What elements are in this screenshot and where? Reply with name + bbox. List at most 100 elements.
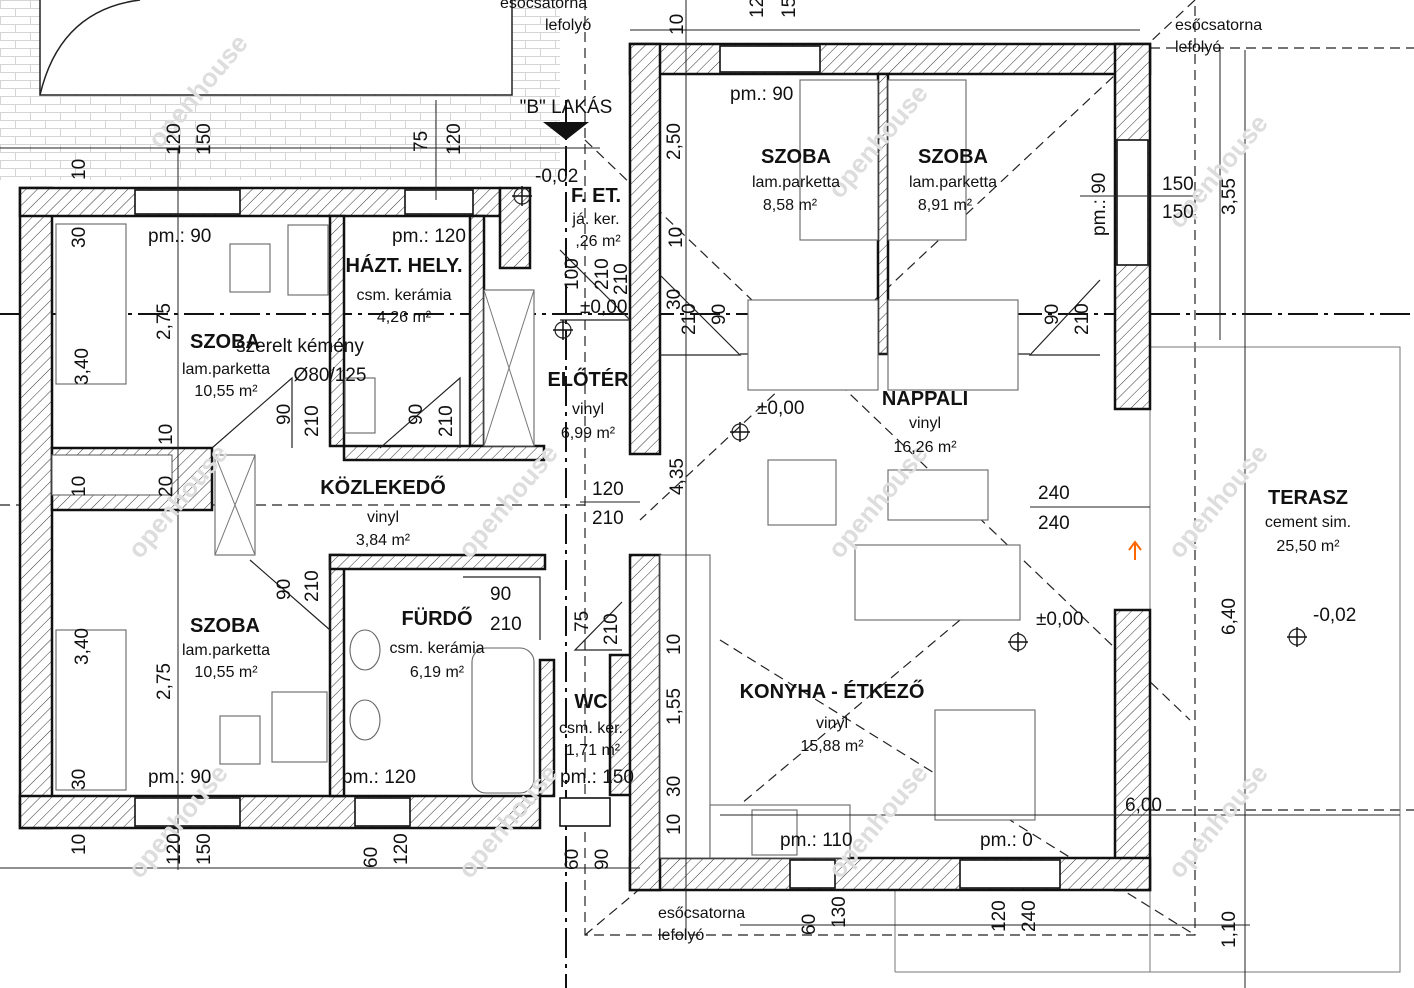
door-swing-5	[573, 601, 623, 651]
dim-6: 12	[747, 0, 768, 18]
dim-42: 240	[1038, 483, 1070, 504]
dim-57: 75	[572, 611, 593, 632]
room-szoba-1-name: SZOBA	[761, 146, 831, 168]
dim-40: 120	[592, 479, 624, 500]
dim-1: 120	[164, 123, 185, 155]
room-nappali-area: 16,26 m²	[893, 439, 957, 456]
up-arrow-icon	[1128, 540, 1142, 560]
dim-22: 120	[391, 833, 412, 865]
dim-2: 150	[194, 123, 215, 155]
wall-left-outer	[18, 186, 54, 830]
room-szoba-2-name: SZOBA	[918, 146, 988, 168]
dim-59: 90	[709, 304, 730, 325]
dim-62: 90	[1042, 304, 1063, 325]
level-label-1: -0,02	[535, 166, 578, 187]
roof-ridge-1	[584, 139, 1191, 721]
room-hazt-area: 4,26 m²	[377, 309, 432, 326]
parapet-label-1: pm.: 90	[148, 226, 211, 247]
desk-1	[287, 224, 329, 296]
dim-54: 210	[302, 570, 323, 602]
wall-wc-left	[538, 658, 556, 798]
dim-37: 210	[592, 258, 613, 290]
gutter-label-1b: lefolyó	[545, 17, 591, 34]
dim-36: 10	[666, 227, 687, 248]
wardrobe-2-x	[214, 454, 256, 556]
gutter-label-2b: lefolyó	[1175, 39, 1221, 56]
level-marker-5	[553, 320, 573, 340]
dim-24: 90	[592, 849, 613, 870]
chimney-label: szerelt kémény	[236, 336, 364, 357]
parapet-label-3: pm.: 90	[730, 84, 793, 105]
room-hazt-name: HÁZT. HELY.	[345, 254, 462, 277]
room-konyha-area: 15,88 m²	[800, 738, 864, 755]
dim-21: 60	[361, 847, 382, 868]
dim-64: 210	[611, 263, 632, 295]
level-marker-1	[512, 186, 532, 206]
dim-39: 4,35	[667, 458, 688, 495]
dim-61: 30	[664, 289, 685, 310]
window-5	[134, 797, 241, 827]
room-szoba-4-name: SZOBA	[190, 615, 260, 637]
room-fet-material: já. ker.	[571, 211, 619, 228]
dim-10: 2,75	[154, 303, 175, 340]
tv-bench	[887, 469, 989, 521]
dim-60: 210	[679, 303, 700, 335]
window-2	[404, 189, 474, 215]
wall-room-divider	[328, 214, 346, 448]
room-furdo-material: csm. kerámia	[389, 640, 484, 657]
dim-18: 10	[69, 834, 90, 855]
dim-52: 210	[436, 405, 457, 437]
dim-35: 2,50	[664, 123, 685, 160]
room-wc-area: 1,71 m²	[566, 742, 621, 759]
door-swing-8	[559, 249, 632, 321]
gutter-label-2: esőcsatorna	[1175, 17, 1262, 34]
dim-19: 120	[164, 833, 185, 865]
wardrobe-4	[747, 299, 879, 391]
watermark-7: openhouse	[1162, 438, 1274, 564]
dim-9: 30	[69, 227, 90, 248]
dim-29: 1,10	[1219, 911, 1240, 948]
door-swing-6	[659, 274, 742, 356]
level-marker-3	[1008, 632, 1028, 652]
wall-hazt-right	[468, 214, 486, 448]
dim-28: 240	[1019, 900, 1040, 932]
room-furdo-name: FÜRDŐ	[401, 607, 472, 630]
room-szoba-3-area: 10,55 m²	[194, 383, 258, 400]
dim-43: 240	[1038, 513, 1070, 534]
window-1	[134, 189, 241, 215]
dim-25: 60	[799, 914, 820, 935]
sink-2	[349, 699, 381, 741]
dim-26: 130	[829, 896, 850, 928]
dim-12: 10	[156, 424, 177, 445]
bed-3	[799, 79, 879, 241]
parapet-label-8: pm.: 110	[780, 830, 853, 851]
room-szoba-2-area: 8,91 m²	[918, 197, 973, 214]
room-eloter-area: 6,99 m²	[561, 425, 616, 442]
bed-1	[55, 223, 127, 385]
dim-31: 3,55	[1219, 178, 1240, 215]
parapet-label-4: pm.: 90	[1089, 173, 1110, 236]
chimney-diameter: Ø80/125	[294, 365, 367, 386]
level-marker-2	[730, 422, 750, 442]
level-marker-4	[1287, 627, 1307, 647]
dim-41: 210	[592, 508, 624, 529]
dim-58: 210	[601, 613, 622, 645]
dim-49: 90	[274, 404, 295, 425]
section-arrow-icon	[543, 122, 589, 140]
dim-13: 20	[156, 476, 177, 497]
wall-kitchen-left	[628, 553, 662, 892]
room-fet-name: F. ET.	[571, 185, 621, 207]
wall-bath-left	[328, 553, 346, 798]
dim-3: 75	[411, 131, 432, 152]
door-swing-2	[379, 376, 461, 449]
room-szoba-4-area: 10,55 m²	[194, 664, 258, 681]
room-terasz-area: 25,50 m²	[1276, 538, 1340, 555]
wall-fet	[498, 186, 532, 270]
room-wc-name: WC	[574, 691, 607, 713]
window-6	[354, 797, 411, 827]
dim-11: 3,40	[72, 348, 93, 385]
dim-56: 210	[490, 614, 522, 635]
door-swing-1	[211, 376, 293, 449]
dim-38: 100	[562, 258, 583, 290]
dim-23: 60	[562, 849, 583, 870]
